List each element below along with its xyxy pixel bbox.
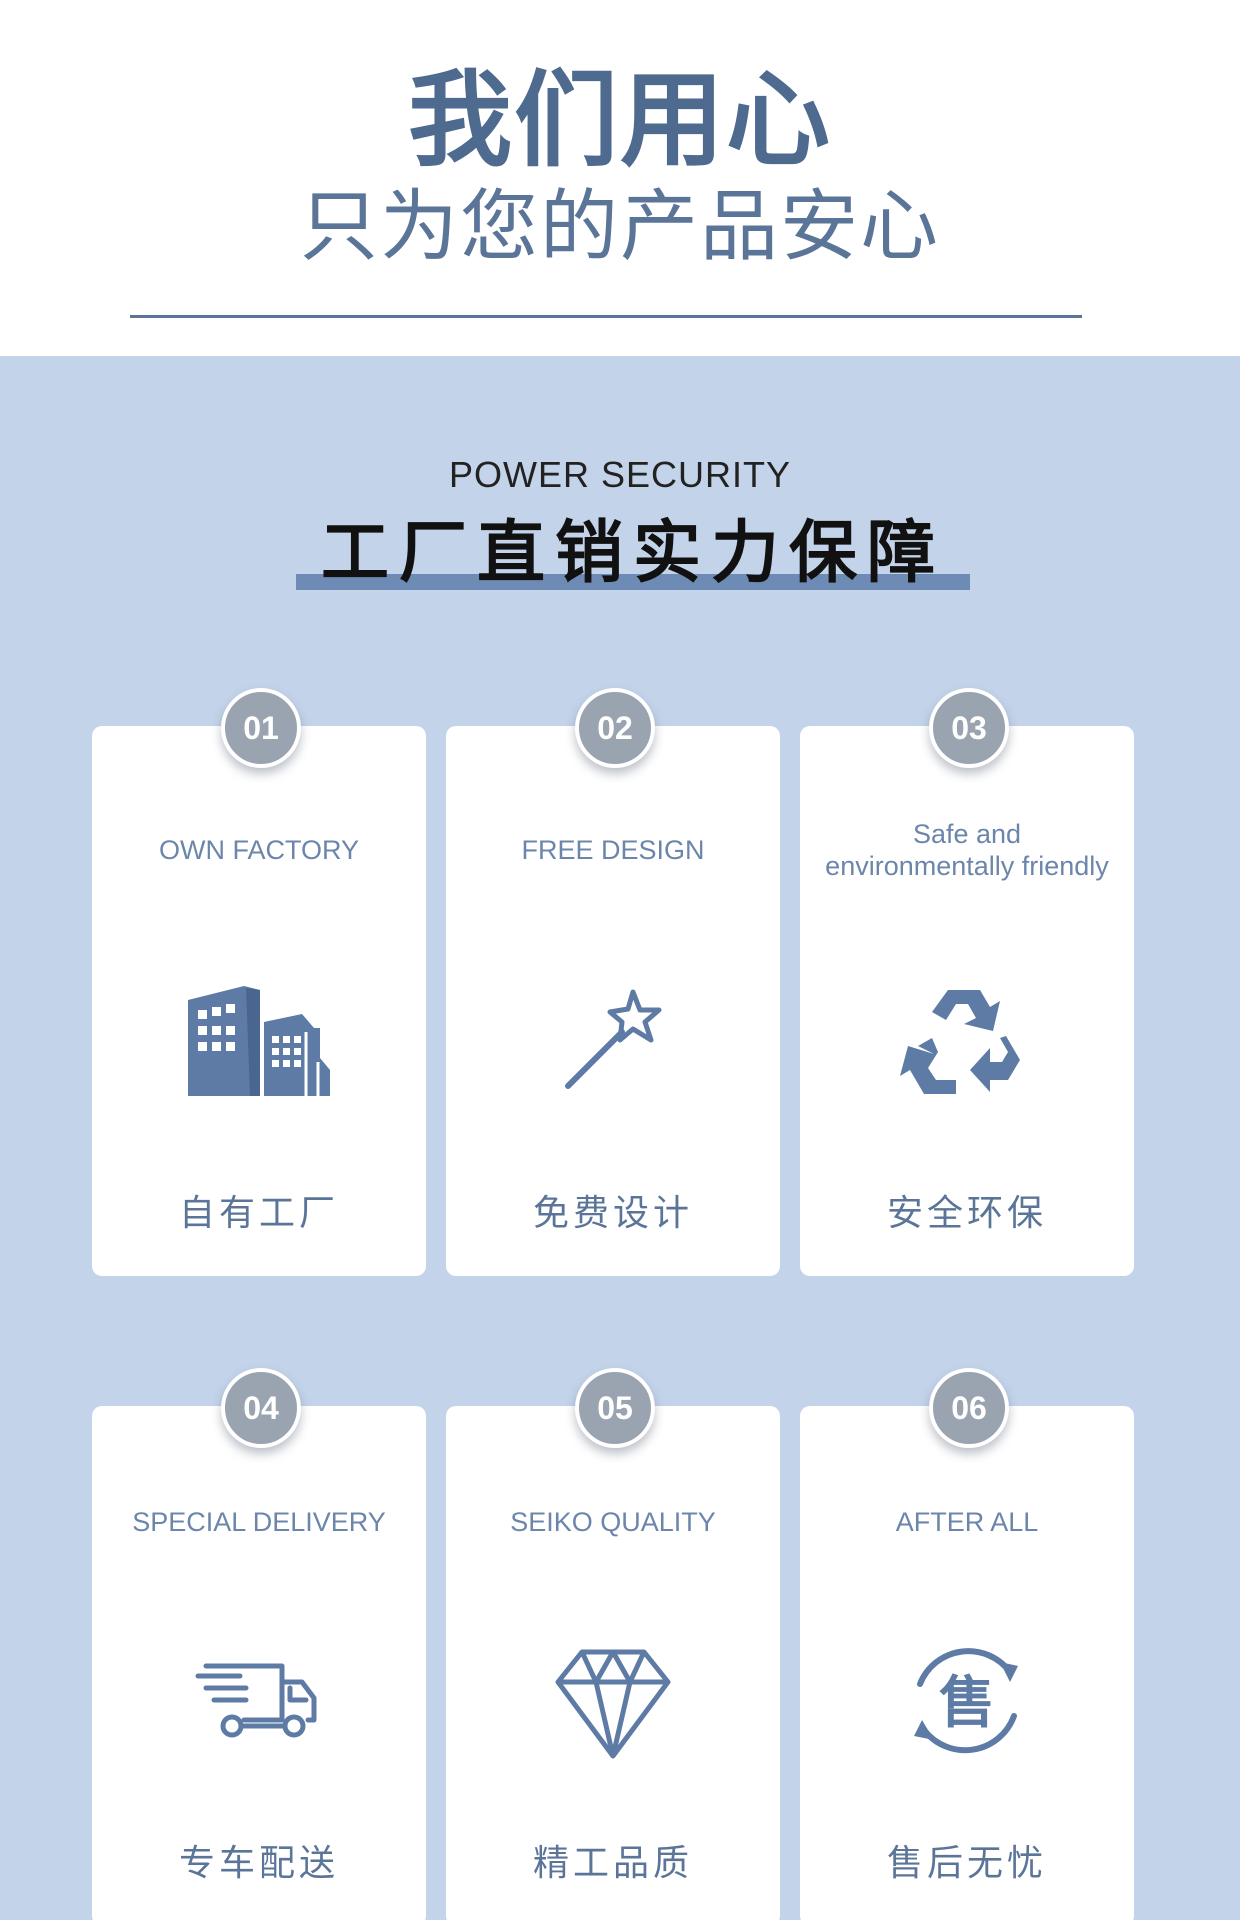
magic-wand-icon xyxy=(538,976,688,1106)
feature-card-safe-environment: 03 Safe and environmentally friendly 安全环… xyxy=(800,688,1134,1276)
features-panel: POWER SECURITY 工厂直销实力保障 01 OWN FACTORY xyxy=(0,356,1240,1926)
number-badge: 03 xyxy=(929,688,1009,768)
number-badge: 05 xyxy=(575,1368,655,1448)
feature-card-seiko-quality: 05 SEIKO QUALITY 精工品质 xyxy=(446,1368,780,1926)
card-english-label: Safe and environmentally friendly xyxy=(800,818,1134,882)
diamond-icon xyxy=(538,1636,688,1766)
feature-card-own-factory: 01 OWN FACTORY 自有工厂 xyxy=(92,688,426,1276)
factory-icon xyxy=(184,976,334,1106)
card-chinese-label: 安全环保 xyxy=(886,1193,1047,1234)
feature-card-after-sales: 06 AFTER ALL 售 售后无忧 xyxy=(800,1368,1134,1926)
feature-card-special-delivery: 04 SPECIAL DELIVERY 专车配送 xyxy=(92,1368,426,1926)
number-badge: 04 xyxy=(221,1368,301,1448)
card-english-label: AFTER ALL xyxy=(895,1507,1039,1537)
delivery-truck-icon xyxy=(184,1636,334,1766)
section-title-block: 工厂直销实力保障 xyxy=(296,514,970,594)
card-english-label: FREE DESIGN xyxy=(521,835,705,865)
hero-subtitle: 只为您的产品安心 xyxy=(299,182,940,272)
card-english-label-line1: Safe and xyxy=(912,819,1022,849)
card-chinese-label: 免费设计 xyxy=(532,1193,693,1234)
section-chinese-title: 工厂直销实力保障 xyxy=(320,514,945,593)
card-chinese-label: 自有工厂 xyxy=(178,1193,339,1234)
hero-header: 我们用心 只为您的产品安心 xyxy=(0,0,1240,356)
card-english-label: SEIKO QUALITY xyxy=(510,1507,716,1537)
card-chinese-label: 精工品质 xyxy=(532,1843,693,1884)
after-sales-icon: 售 xyxy=(892,1636,1042,1766)
feature-card-free-design: 02 FREE DESIGN 免费设计 xyxy=(446,688,780,1276)
after-sales-glyph: 售 xyxy=(939,1671,995,1736)
hero-title: 我们用心 xyxy=(407,59,832,181)
recycle-icon xyxy=(892,976,1042,1106)
card-chinese-label: 售后无忧 xyxy=(886,1843,1047,1884)
divider xyxy=(130,315,1082,318)
number-badge: 02 xyxy=(575,688,655,768)
title-highlight-bar xyxy=(296,574,970,590)
number-badge: 01 xyxy=(221,688,301,768)
section-english-title: POWER SECURITY xyxy=(448,454,792,495)
card-english-label-line2: environmentally friendly xyxy=(825,851,1109,881)
card-english-label: OWN FACTORY xyxy=(158,835,360,865)
number-badge: 06 xyxy=(929,1368,1009,1448)
card-english-label: SPECIAL DELIVERY xyxy=(132,1507,386,1537)
card-chinese-label: 专车配送 xyxy=(178,1843,339,1884)
